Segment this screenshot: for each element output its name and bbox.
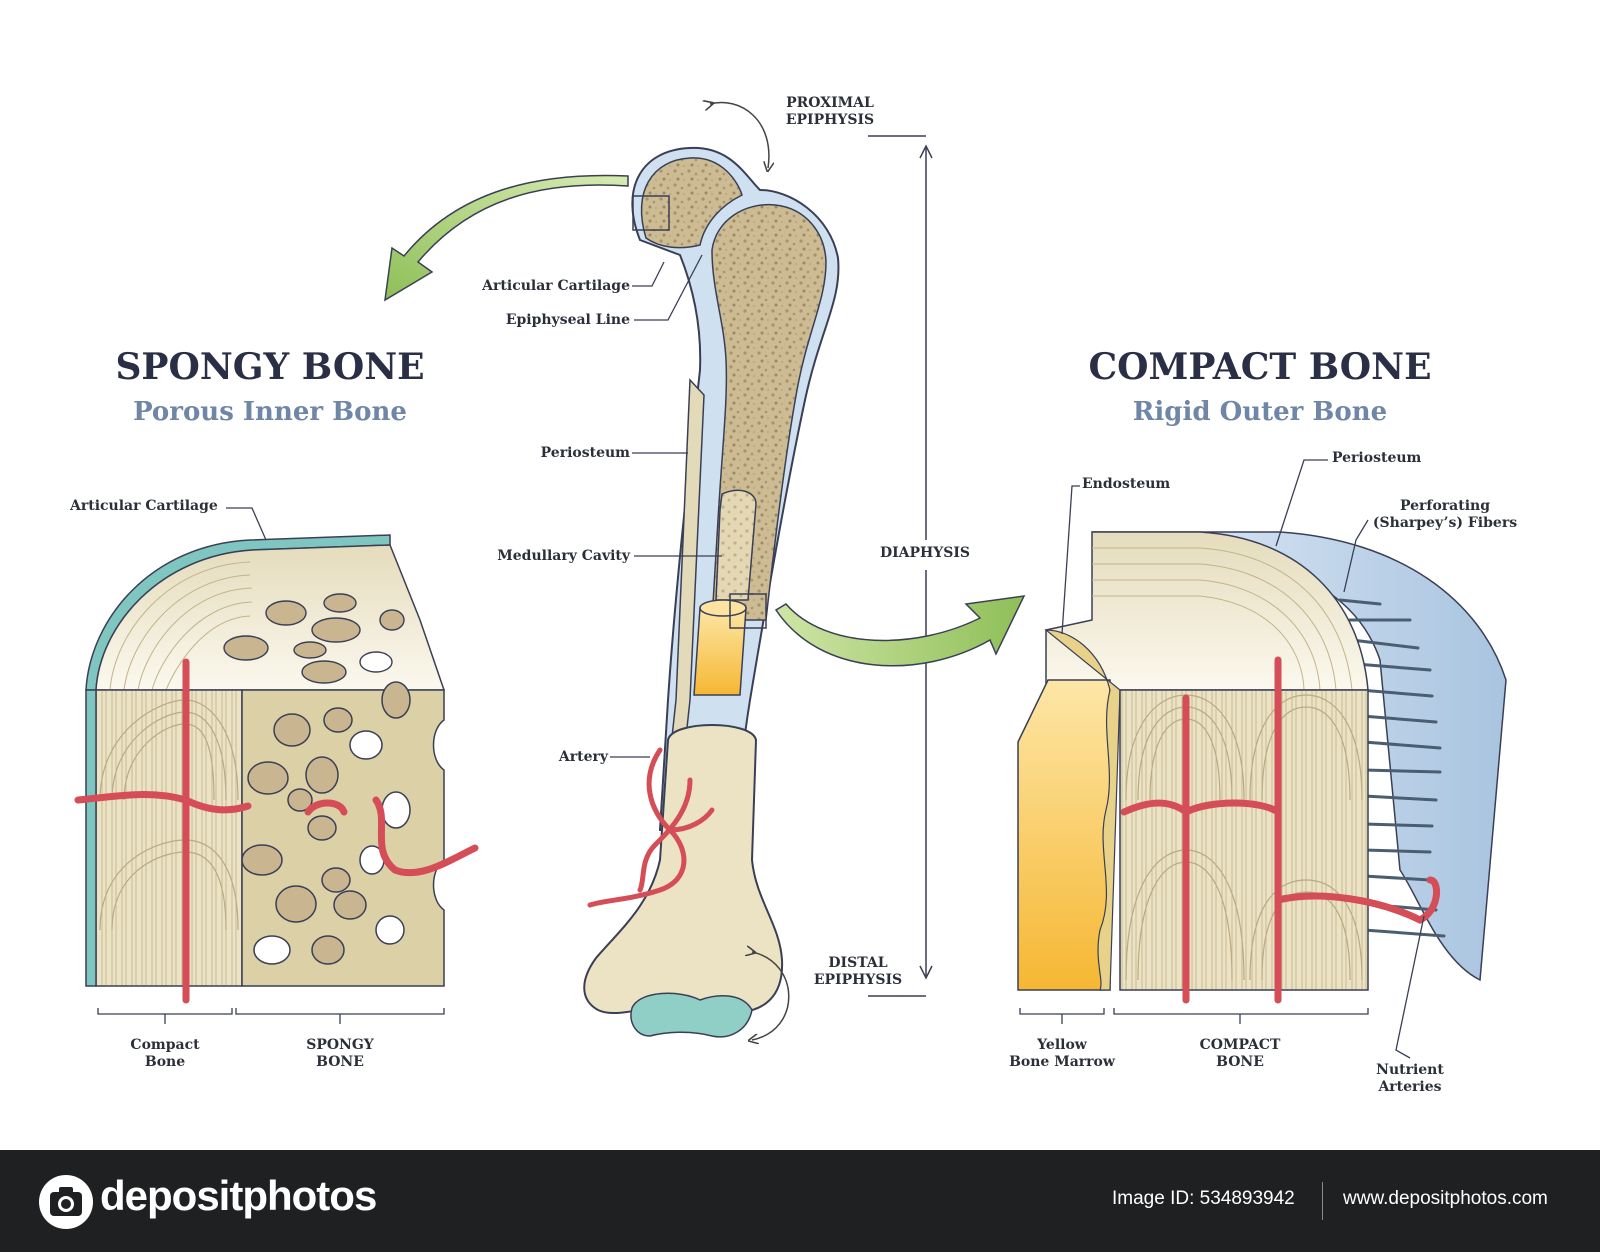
brand-name: depositphotos	[100, 1172, 377, 1219]
distal-line1: DISTAL	[828, 955, 888, 971]
proximal-epiphysis-label: PROXIMAL EPIPHYSIS	[780, 95, 880, 129]
endosteum-edge	[1044, 629, 1121, 991]
spongy-block	[74, 534, 479, 1004]
spongy-left-cartilage	[85, 689, 97, 987]
compact-nutrient-line1: Nutrient	[1376, 1062, 1444, 1078]
image-id: Image ID: 534893942	[1112, 1188, 1295, 1209]
compact-front-face	[1119, 689, 1369, 991]
bone-artery	[587, 747, 715, 908]
camera-logo-icon	[39, 1175, 93, 1229]
spongy-articular-cartilage-label: Articular Cartilage	[70, 498, 218, 514]
proximal-line2: EPIPHYSIS	[785, 112, 875, 128]
compact-perforating-line1: Perforating	[1400, 498, 1490, 514]
compact-arteries	[1120, 656, 1441, 1004]
stock-footer-bar: depositphotos Image ID: 534893942 www.de…	[0, 1150, 1600, 1252]
site-url[interactable]: www.depositphotos.com	[1343, 1188, 1548, 1209]
spongy-compact-line1: Compact	[130, 1037, 200, 1053]
compact-marrow	[1017, 679, 1111, 991]
arrow-to-spongy	[384, 174, 629, 302]
sharpey-fibers	[1338, 598, 1446, 938]
inset-box-shaft	[729, 593, 767, 629]
spongy-subtitle: Porous Inner Bone	[133, 397, 407, 427]
distal-hint-arrow	[752, 952, 790, 1040]
spongy-spongy-line2: BONE	[316, 1054, 364, 1070]
compact-marrow-line1: Yellow	[1037, 1037, 1087, 1053]
marrow-cylinder	[693, 599, 747, 696]
compact-top-arcs	[1092, 547, 1353, 691]
diaphysis-label: DIAPHYSIS	[879, 545, 971, 561]
distal-epiphysis-label: DISTAL EPIPHYSIS	[808, 955, 908, 989]
compact-nutrient-line2: Arteries	[1378, 1079, 1442, 1095]
compact-yellow-marrow-label: Yellow Bone Marrow	[1002, 1037, 1122, 1071]
proximal-epiphysis-spongy	[640, 157, 743, 249]
spongy-artery	[74, 658, 479, 1004]
proximal-hint-arrow	[710, 102, 769, 168]
center-periosteum-label: Periosteum	[540, 445, 630, 461]
compact-perforating-label: Perforating (Sharpey’s) Fibers	[1350, 498, 1540, 532]
compact-perforating-line2: (Sharpey’s) Fibers	[1372, 515, 1518, 531]
compact-compact-line1: COMPACT	[1199, 1037, 1281, 1053]
compact-brackets	[1019, 459, 1425, 1059]
diaphysis-measure	[868, 135, 933, 997]
artery-label: Artery	[558, 749, 608, 765]
medullary-cavity-label: Medullary Cavity	[497, 548, 630, 564]
distal-cartilage	[630, 992, 753, 1038]
medullary-cavity	[715, 489, 757, 601]
compact-periosteum-label: Periosteum	[1332, 450, 1422, 466]
spongy-top-arcs	[109, 561, 253, 691]
compact-compact-bone-label: COMPACT BONE	[1190, 1037, 1290, 1071]
compact-block	[1017, 531, 1507, 1004]
spongy-compact-front	[95, 689, 243, 987]
compact-marrow-line2: Bone Marrow	[1009, 1054, 1115, 1070]
proximal-line1: PROXIMAL	[786, 95, 874, 111]
center-leaders	[610, 254, 722, 758]
spongy-compact-line2: Bone	[144, 1054, 186, 1070]
spongy-title: SPONGY BONE	[115, 346, 425, 388]
compact-compact-line2: BONE	[1216, 1054, 1264, 1070]
long-bone	[583, 146, 840, 1038]
distal-line2: EPIPHYSIS	[813, 972, 903, 988]
spongy-compact-bone-label: Compact Bone	[110, 1037, 220, 1071]
spongy-spongy-bone-label: SPONGY BONE	[290, 1037, 390, 1071]
spongy-brackets	[97, 507, 445, 1024]
inset-box-proximal	[632, 195, 670, 231]
compact-endosteum-label: Endosteum	[1082, 476, 1171, 492]
center-articular-cartilage-label: Articular Cartilage	[482, 278, 630, 294]
epiphyseal-line-label: Epiphyseal Line	[505, 312, 630, 328]
spongy-spongy-line1: SPONGY	[306, 1037, 374, 1053]
arrow-to-compact	[774, 595, 1026, 667]
compact-title: COMPACT BONE	[1088, 346, 1432, 388]
spongy-top-pores	[223, 593, 405, 684]
compact-subtitle: Rigid Outer Bone	[1132, 397, 1388, 427]
bone-anatomy-diagram	[74, 0, 1507, 1059]
footer-divider	[1322, 1182, 1323, 1220]
compact-nutrient-label: Nutrient Arteries	[1360, 1062, 1460, 1096]
